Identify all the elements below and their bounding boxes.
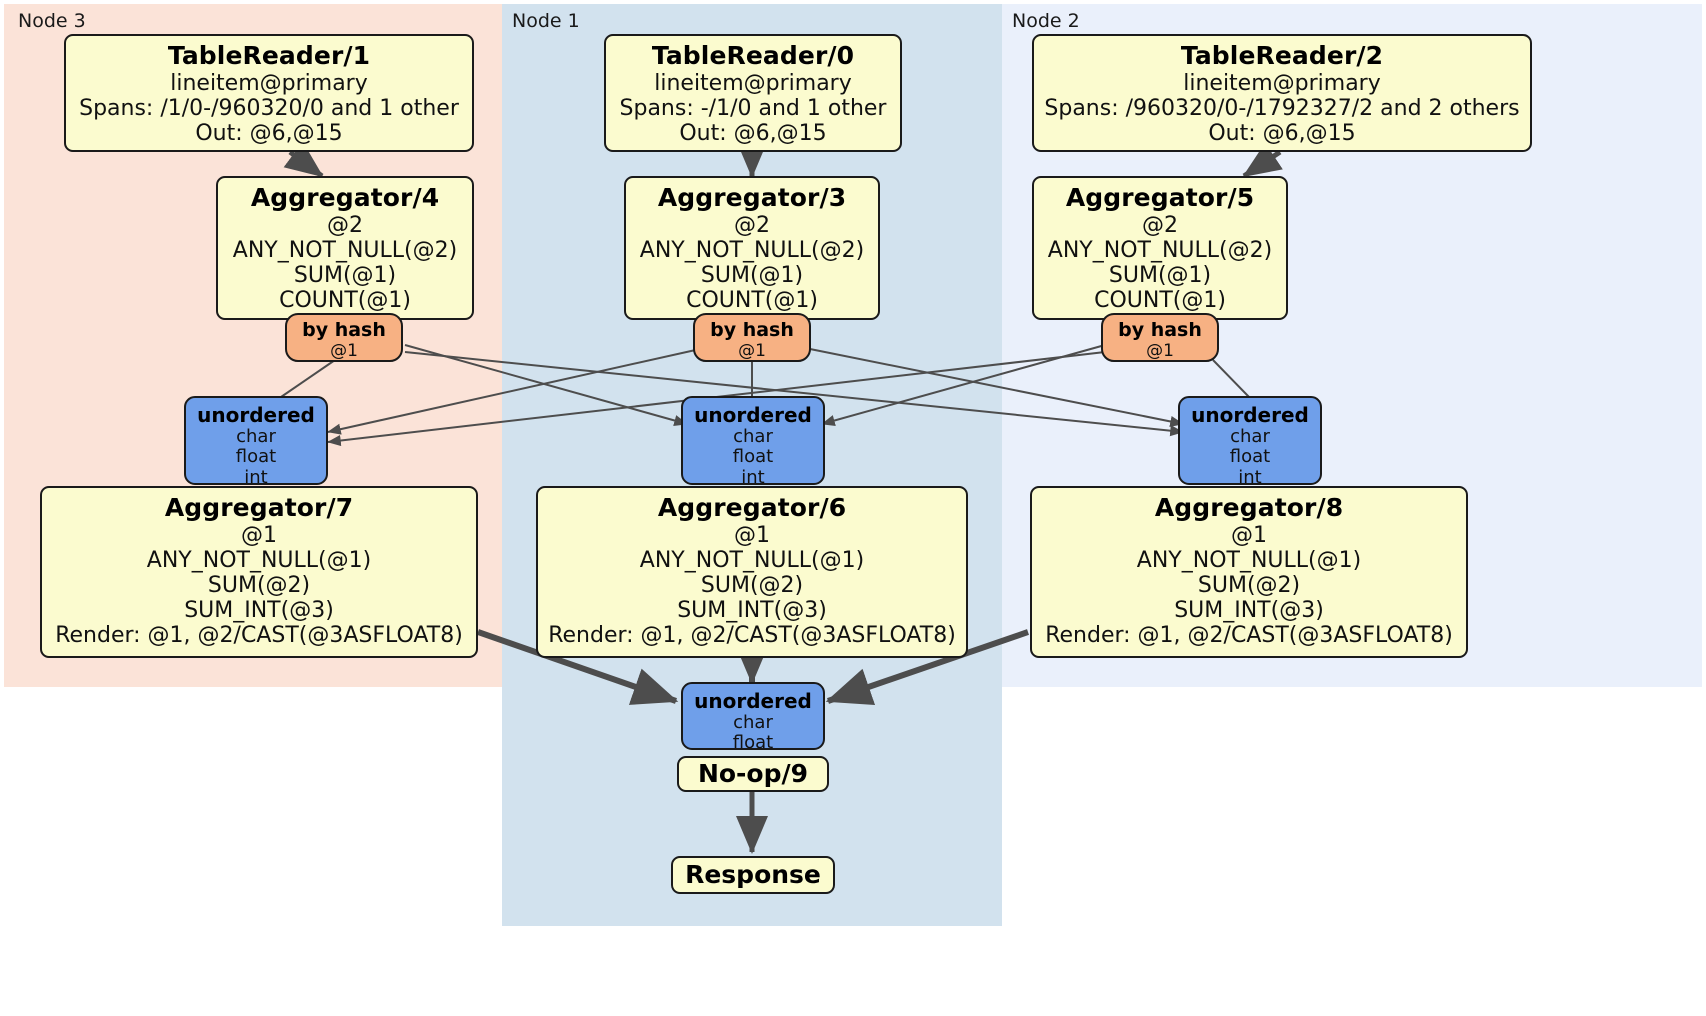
processor-detail: ANY_NOT_NULL(@2): [232, 237, 458, 263]
synchronizer-type: int: [1238, 466, 1262, 488]
synchronizer-title: unordered: [197, 403, 315, 427]
processor-detail: @1: [241, 522, 277, 548]
processor-detail: Spans: /1/0-/960320/0 and 1 other: [79, 95, 459, 121]
processor-title: No-op/9: [697, 758, 809, 788]
processor-detail: ANY_NOT_NULL(@2): [1047, 237, 1273, 263]
processor-detail: SUM(@2): [207, 572, 311, 598]
processor-detail: lineitem@primary: [1183, 70, 1381, 96]
processor-detail: @2: [734, 212, 770, 238]
processor-render: Render: @1, @2/CAST(@3ASFLOAT8): [55, 622, 463, 648]
router-title: by hash: [1118, 319, 1202, 341]
router-by-hash-right[interactable]: by hash @1: [1101, 313, 1219, 362]
processor-detail: SUM(@2): [700, 572, 804, 598]
router-detail: @1: [738, 340, 766, 361]
processor-title: Aggregator/6: [657, 493, 847, 522]
processor-aggregator-7[interactable]: Aggregator/7 @1 ANY_NOT_NULL(@1) SUM(@2)…: [40, 486, 478, 658]
synchronizer-type: char: [733, 425, 773, 447]
processor-title: Aggregator/5: [1065, 183, 1255, 212]
processor-detail: SUM(@1): [1108, 262, 1212, 288]
processor-detail: COUNT(@1): [279, 287, 411, 313]
processor-title: Aggregator/8: [1154, 493, 1344, 522]
processor-detail: SUM(@2): [1197, 572, 1301, 598]
processor-detail: ANY_NOT_NULL(@1): [639, 547, 865, 573]
synchronizer-type: char: [236, 425, 276, 447]
processor-render: Render: @1, @2/CAST(@3ASFLOAT8): [1045, 622, 1453, 648]
processor-detail: Spans: -/1/0 and 1 other: [619, 95, 887, 121]
synchronizer-type: float: [1229, 446, 1271, 468]
processor-aggregator-3[interactable]: Aggregator/3 @2 ANY_NOT_NULL(@2) SUM(@1)…: [624, 176, 880, 320]
processor-table-reader-2[interactable]: TableReader/2 lineitem@primary Spans: /9…: [1032, 34, 1532, 152]
processor-detail: Out: @6,@15: [195, 120, 343, 146]
router-title: by hash: [302, 319, 386, 341]
processor-title: Aggregator/4: [250, 183, 440, 212]
processor-detail: SUM_INT(@3): [184, 597, 334, 623]
synchronizer-type: float: [732, 446, 774, 468]
processor-detail: ANY_NOT_NULL(@1): [146, 547, 372, 573]
processor-detail: ANY_NOT_NULL(@1): [1136, 547, 1362, 573]
processor-detail: @2: [327, 212, 363, 238]
processor-title: Aggregator/7: [164, 493, 354, 522]
node-label-node2: Node 2: [1012, 10, 1080, 32]
processor-title: Aggregator/3: [657, 183, 847, 212]
router-by-hash-left[interactable]: by hash @1: [285, 313, 403, 362]
synchronizer-type: float: [235, 446, 277, 468]
processor-table-reader-0[interactable]: TableReader/0 lineitem@primary Spans: -/…: [604, 34, 902, 152]
synchronizer-unordered-left[interactable]: unordered char float int: [184, 396, 328, 487]
processor-detail: ANY_NOT_NULL(@2): [639, 237, 865, 263]
processor-detail: lineitem@primary: [170, 70, 368, 96]
processor-detail: lineitem@primary: [654, 70, 852, 96]
synchronizer-title: unordered: [694, 689, 812, 713]
processor-title: TableReader/2: [1180, 41, 1384, 70]
synchronizer-title: unordered: [1191, 403, 1309, 427]
processor-aggregator-5[interactable]: Aggregator/5 @2 ANY_NOT_NULL(@2) SUM(@1)…: [1032, 176, 1288, 320]
processor-detail: @2: [1142, 212, 1178, 238]
processor-response[interactable]: Response: [671, 856, 835, 894]
processor-render: Render: @1, @2/CAST(@3ASFLOAT8): [548, 622, 956, 648]
processor-noop-9[interactable]: No-op/9: [677, 756, 829, 792]
synchronizer-type: int: [244, 466, 268, 488]
processor-title: TableReader/1: [167, 41, 371, 70]
processor-table-reader-1[interactable]: TableReader/1 lineitem@primary Spans: /1…: [64, 34, 474, 152]
processor-detail: SUM_INT(@3): [677, 597, 827, 623]
processor-detail: SUM(@1): [293, 262, 397, 288]
synchronizer-type: int: [741, 466, 765, 488]
processor-detail: Spans: /960320/0-/1792327/2 and 2 others: [1044, 95, 1520, 121]
processor-aggregator-8[interactable]: Aggregator/8 @1 ANY_NOT_NULL(@1) SUM(@2)…: [1030, 486, 1468, 658]
router-detail: @1: [1146, 340, 1174, 361]
processor-detail: COUNT(@1): [1094, 287, 1226, 313]
processor-detail: Out: @6,@15: [679, 120, 827, 146]
synchronizer-type: char: [733, 711, 773, 733]
processor-detail: SUM_INT(@3): [1174, 597, 1324, 623]
router-by-hash-center[interactable]: by hash @1: [693, 313, 811, 362]
processor-detail: Out: @6,@15: [1208, 120, 1356, 146]
processor-title: Response: [685, 859, 821, 889]
node-label-node3: Node 3: [18, 10, 86, 32]
router-title: by hash: [710, 319, 794, 341]
synchronizer-unordered-final[interactable]: unordered char float: [681, 682, 825, 753]
processor-detail: COUNT(@1): [686, 287, 818, 313]
processor-detail: @1: [734, 522, 770, 548]
synchronizer-type: float: [732, 732, 774, 754]
synchronizer-unordered-center[interactable]: unordered char float int: [681, 396, 825, 487]
synchronizer-unordered-right[interactable]: unordered char float int: [1178, 396, 1322, 487]
processor-title: TableReader/0: [651, 41, 855, 70]
router-detail: @1: [330, 340, 358, 361]
synchronizer-type: char: [1230, 425, 1270, 447]
synchronizer-title: unordered: [694, 403, 812, 427]
processor-detail: SUM(@1): [700, 262, 804, 288]
processor-aggregator-4[interactable]: Aggregator/4 @2 ANY_NOT_NULL(@2) SUM(@1)…: [216, 176, 474, 320]
node-label-node1: Node 1: [512, 10, 580, 32]
processor-aggregator-6[interactable]: Aggregator/6 @1 ANY_NOT_NULL(@1) SUM(@2)…: [536, 486, 968, 658]
processor-detail: @1: [1231, 522, 1267, 548]
